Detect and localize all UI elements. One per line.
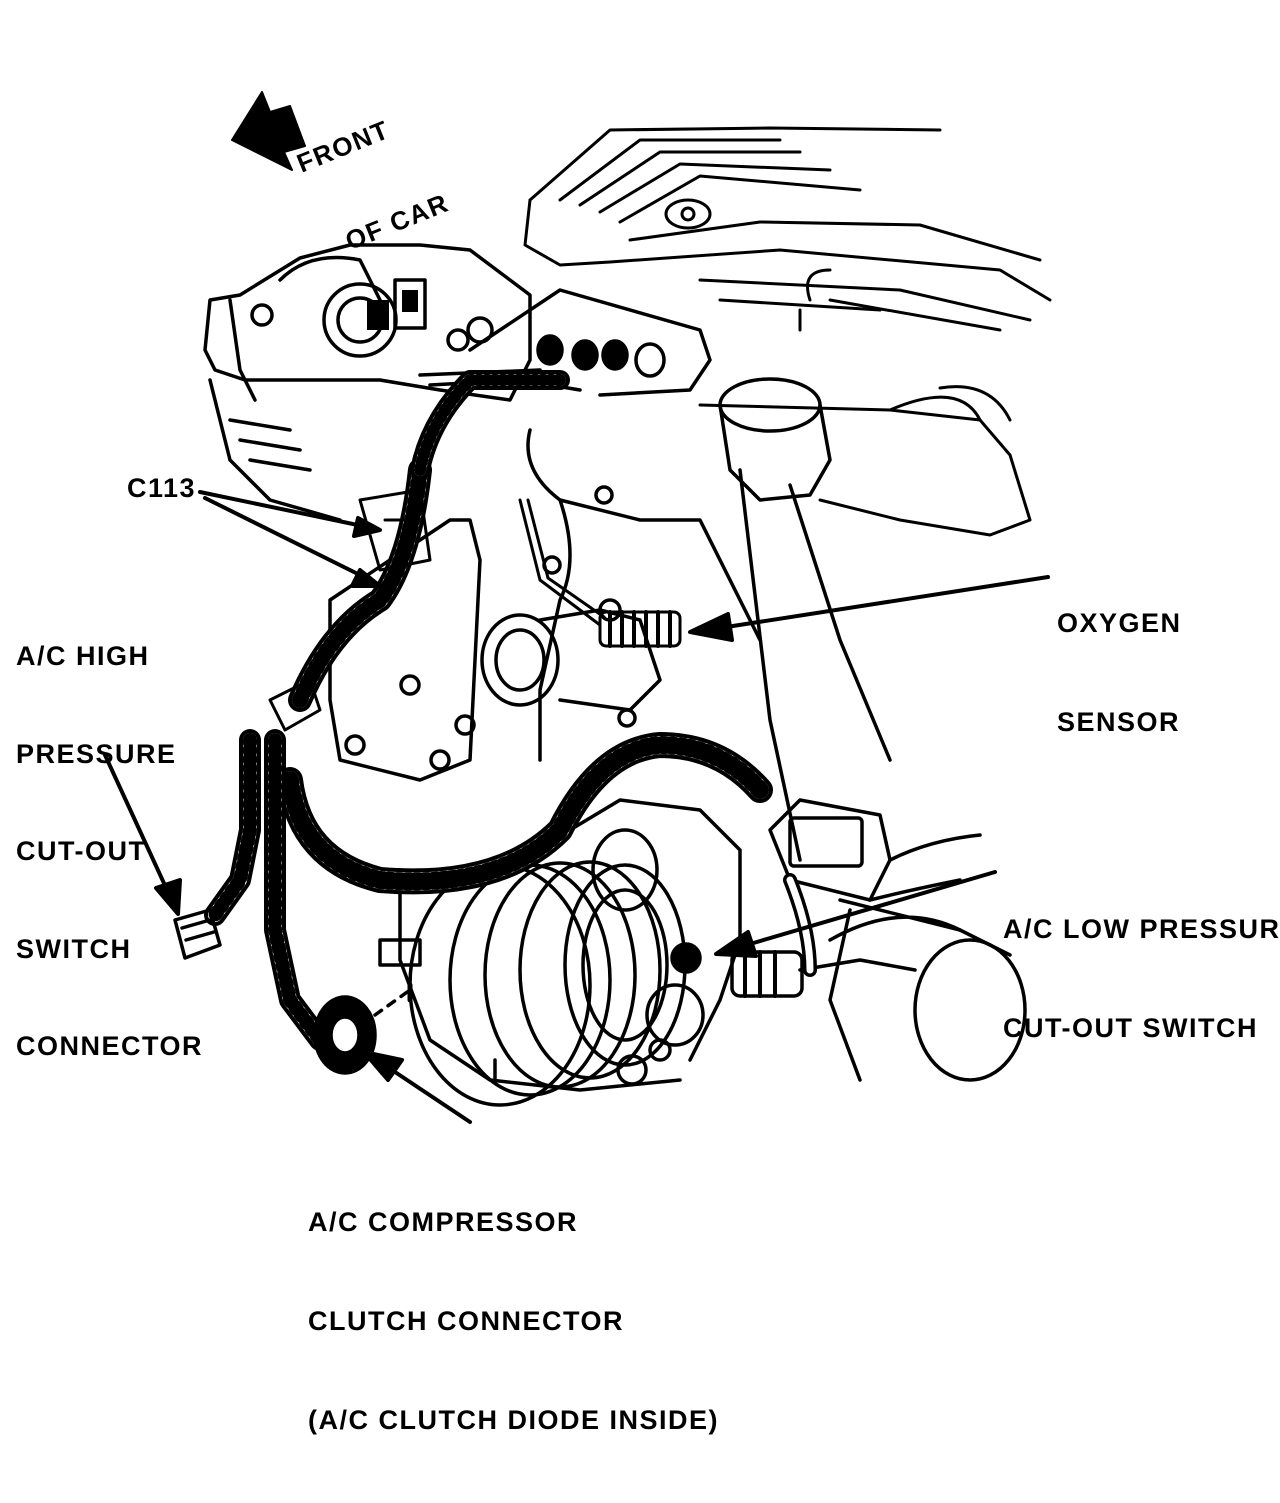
ac-high-pressure-connector-part (173, 908, 222, 960)
wiring-harness (204, 370, 817, 1051)
low-pressure-line-2: CUT-OUT SWITCH (1003, 1013, 1258, 1043)
oxygen-sensor-arrowhead-icon (688, 612, 734, 642)
high-pressure-line-4: SWITCH (16, 933, 132, 964)
oxygen-sensor-part (518, 498, 682, 648)
ac-low-pressure-switch-label: A/C LOW PRESSURE CUT-OUT SWITCH (1003, 847, 1280, 1111)
engine-upper-cover (523, 126, 1052, 322)
c113-leader-2 (203, 496, 372, 582)
engine-block (480, 428, 762, 762)
clutch-connector-line-2: CLUTCH CONNECTOR (308, 1306, 624, 1336)
low-pressure-line-1: A/C LOW PRESSURE (1003, 914, 1280, 944)
clutch-connector-line-1: A/C COMPRESSOR (308, 1207, 579, 1237)
c113-label: C113 (127, 473, 197, 503)
leader-arrows (103, 490, 1050, 1124)
clutch-connector-arrowhead-icon (362, 1050, 404, 1082)
low-pressure-arrowhead-icon (714, 930, 758, 958)
oxygen-sensor-line-2: SENSOR (1057, 707, 1181, 737)
c113-arrowhead-2-icon (350, 568, 382, 588)
clutch-connector-line-3: (A/C CLUTCH DIODE INSIDE) (308, 1405, 719, 1435)
front-direction-arrow-icon (231, 91, 306, 171)
air-intake-tube (698, 268, 1032, 537)
front-of-car-line-1: FRONT (292, 114, 394, 179)
c113-arrowhead-1-icon (352, 516, 382, 538)
clutch-connector-leader (390, 1068, 472, 1124)
engine-illustration (103, 91, 1052, 1124)
c113-leader-1 (198, 490, 374, 530)
low-pressure-leader (748, 870, 997, 946)
oxygen-sensor-label: OXYGEN SENSOR (1057, 541, 1182, 805)
mounting-bracket (328, 518, 482, 782)
oxygen-sensor-line-1: OXYGEN (1057, 608, 1182, 638)
ac-compressor-clutch-connector-part (313, 982, 413, 1075)
front-of-car-line-2: OF CAR (341, 187, 454, 256)
high-pressure-line-3: CUT-OUT (16, 836, 147, 866)
high-pressure-leader (103, 753, 170, 894)
ac-compressor-clutch-connector-label: A/C COMPRESSOR CLUTCH CONNECTOR (A/C CLU… (308, 1140, 719, 1503)
filler-tube (718, 377, 892, 862)
engine-diagram: FRONT OF CAR C113 OXYGEN SENSOR A/C HIGH… (16, 91, 1280, 1435)
alternator (203, 243, 532, 522)
high-pressure-line-1: A/C HIGH (16, 641, 150, 671)
high-pressure-line-5: CONNECTOR (16, 1031, 204, 1061)
oxygen-sensor-leader (718, 575, 1050, 630)
electrical-connector-box (768, 798, 982, 902)
high-pressure-arrowhead-icon (154, 878, 182, 916)
ac-high-pressure-connector-label: A/C HIGH PRESSURE CUT-OUT SWITCH CONNECT… (16, 575, 203, 1128)
ac-low-pressure-switch-part (730, 898, 1027, 1082)
high-pressure-line-2: PRESSURE (16, 738, 177, 769)
